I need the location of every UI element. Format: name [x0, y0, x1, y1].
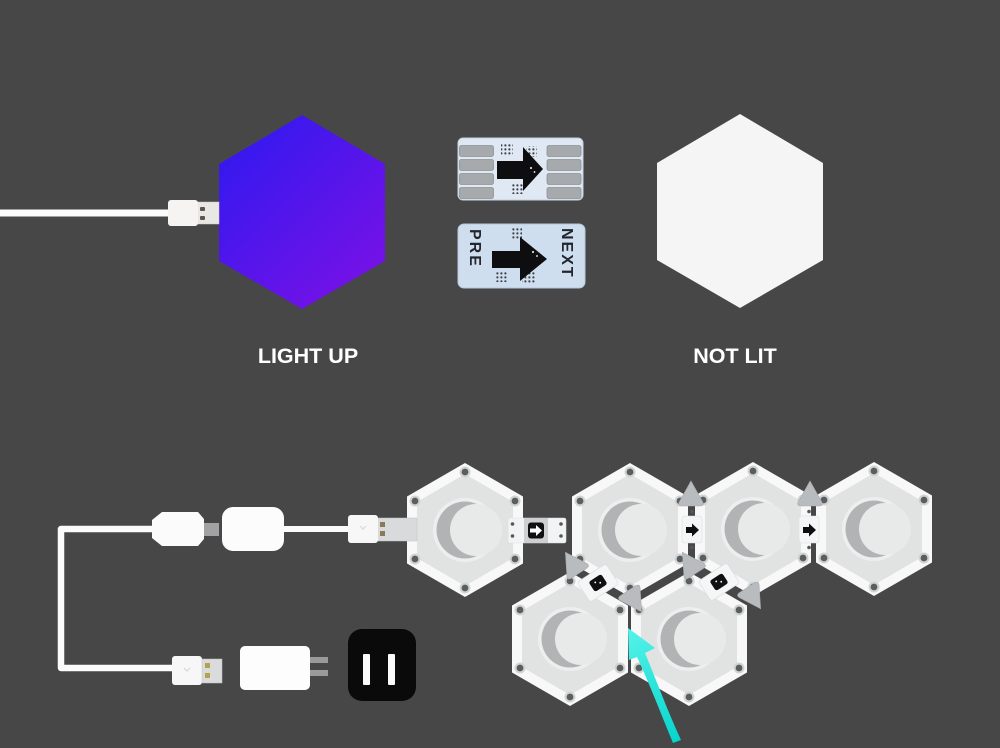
solder-dots — [511, 228, 522, 239]
solder-dots — [512, 184, 524, 194]
usb-link-arrow-icon — [686, 523, 699, 537]
power-outlet — [348, 629, 416, 701]
usb-plug-module — [348, 515, 418, 543]
usb-link-arrow-icon — [803, 523, 816, 537]
solder-dots — [501, 143, 513, 155]
usb-wall-charger — [240, 646, 328, 690]
solder-dots — [526, 146, 537, 157]
usb-plug-top — [168, 200, 220, 226]
contact-pads-left — [459, 145, 494, 199]
module-link-connector — [578, 564, 618, 602]
hex-module-6 — [631, 572, 747, 706]
unlit-hexagon — [657, 114, 823, 308]
solder-dots — [495, 271, 507, 282]
pre-label: PRE — [466, 229, 483, 268]
charger-prong — [310, 670, 328, 676]
right-arrow-icon — [492, 237, 547, 281]
contact-pads-right — [546, 145, 582, 199]
usb-plug-charger — [172, 656, 223, 685]
module-link-connector — [699, 563, 739, 601]
not-lit-label: NOT LIT — [693, 344, 777, 368]
module-link-connector — [681, 509, 703, 550]
lit-hexagon — [219, 115, 385, 309]
right-arrow-icon — [497, 147, 543, 191]
outlet-slot — [363, 654, 370, 685]
module-link-connector — [798, 509, 820, 550]
hex-module-5 — [512, 572, 628, 706]
usb-link-arrow-icon — [530, 525, 542, 536]
charger-prong — [310, 657, 328, 663]
hex-module-1 — [407, 463, 523, 597]
power-cable — [57, 525, 176, 672]
light-up-label: LIGHT UP — [258, 344, 358, 368]
usb-link-card-back: PRE NEXT — [457, 223, 586, 289]
usb-link-card-front — [457, 137, 584, 201]
usb-plug-coupler — [152, 512, 219, 546]
hex-module-4 — [816, 462, 932, 596]
module-link-connector — [507, 517, 567, 544]
usb-coupler — [222, 507, 284, 551]
micro-usb-chip-icon — [710, 573, 728, 591]
micro-usb-chip-icon — [589, 574, 607, 592]
outlet-slot — [388, 654, 395, 685]
cyan-curved-arrow-icon — [628, 628, 681, 743]
next-label: NEXT — [558, 228, 575, 279]
